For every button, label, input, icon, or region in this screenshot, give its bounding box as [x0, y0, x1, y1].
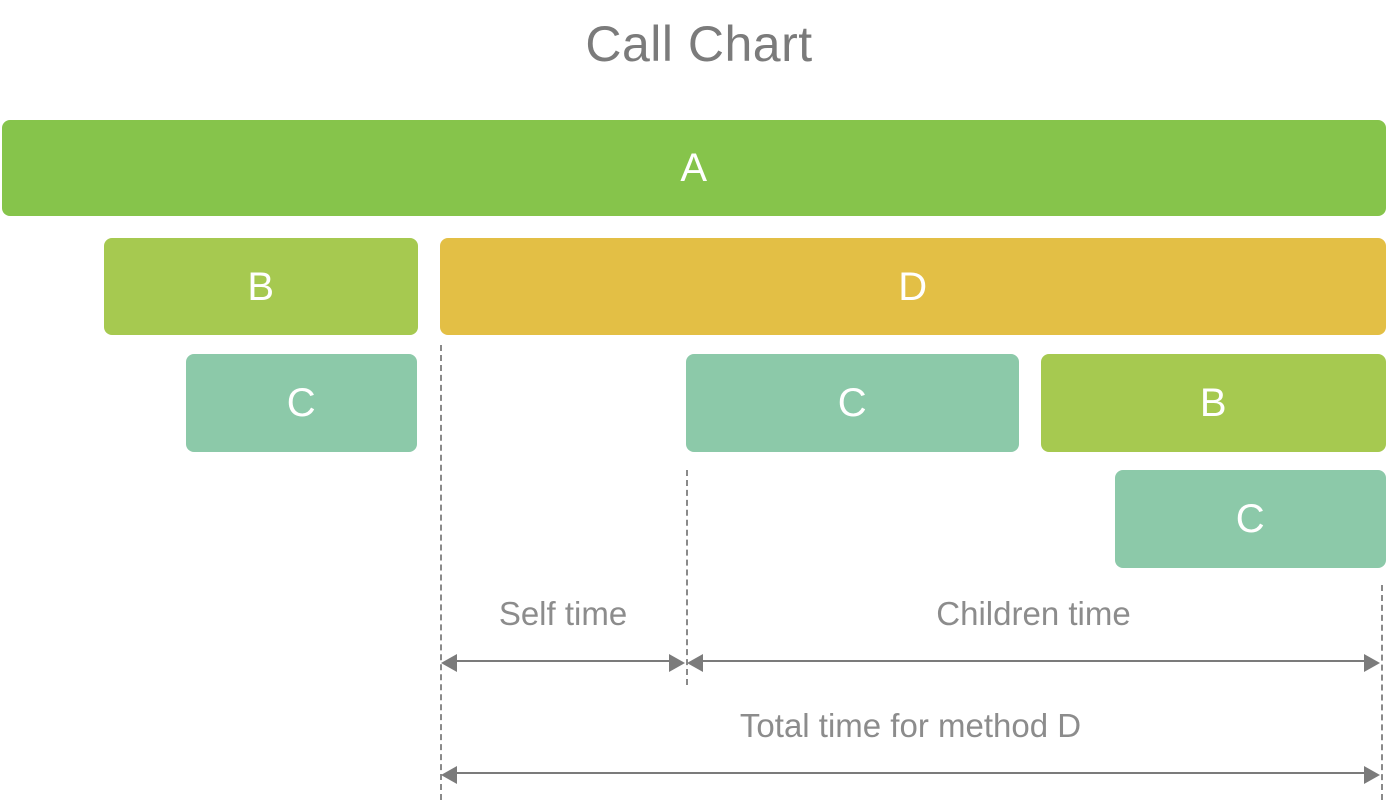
self-time-arrow — [441, 654, 685, 672]
call-bar-label: A — [680, 146, 708, 190]
call-bar-d[interactable]: D — [440, 238, 1386, 335]
call-bar-b-level1[interactable]: B — [104, 238, 418, 335]
call-bar-c-level2-first[interactable]: C — [186, 354, 417, 452]
call-bar-c-level3[interactable]: C — [1115, 470, 1386, 568]
call-bar-c-level2-second[interactable]: C — [686, 354, 1019, 452]
guide-line-self-time-end — [686, 470, 688, 685]
children-time-arrow — [687, 654, 1380, 672]
arrow-left-icon — [441, 654, 457, 672]
call-bar-label: B — [247, 264, 275, 309]
call-bar-a[interactable]: A — [2, 120, 1386, 216]
self-time-label: Self time — [498, 595, 628, 632]
call-bar-b-level2[interactable]: B — [1041, 354, 1386, 452]
arrow-right-icon — [1364, 766, 1380, 784]
children-time-label: Children time — [936, 595, 1131, 632]
arrow-right-icon — [1364, 654, 1380, 672]
arrow-left-icon — [441, 766, 457, 784]
total-time-arrow — [441, 766, 1380, 784]
guide-line-method-d-end — [1381, 585, 1383, 800]
call-bar-label: C — [1235, 497, 1266, 541]
arrow-left-icon — [687, 654, 703, 672]
call-bar-label: C — [286, 381, 317, 425]
call-bar-label: D — [898, 264, 928, 309]
arrow-right-icon — [669, 654, 685, 672]
call-bar-label: C — [837, 381, 868, 425]
guide-line-method-d-start — [440, 345, 442, 800]
page-title: Call Chart — [585, 16, 813, 72]
total-time-label: Total time for method D — [739, 707, 1082, 744]
call-bar-label: B — [1199, 381, 1228, 425]
